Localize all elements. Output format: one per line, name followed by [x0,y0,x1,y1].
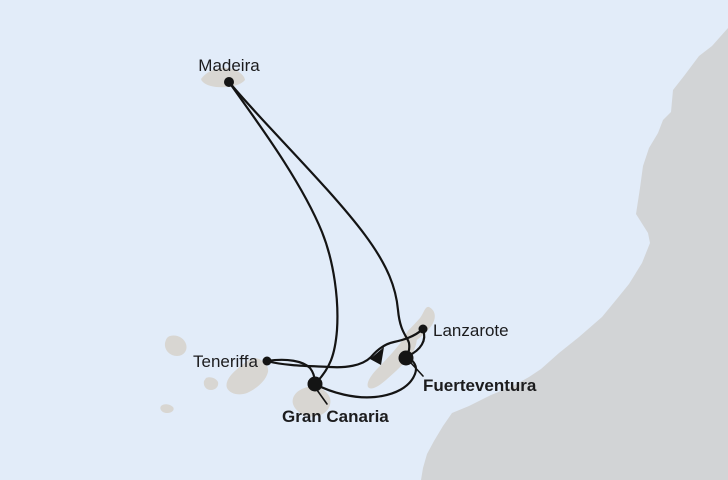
island-gran-canaria [292,386,331,417]
island-la-gomera [203,377,219,390]
port-marker-fuerteventura [398,350,414,366]
port-label-gran-canaria: Gran Canaria [282,407,389,426]
port-marker-teneriffa [262,356,272,366]
label-pointer-fuerteventura [410,362,424,377]
port-marker-gran-canaria [307,376,323,392]
route-leg-gran-canaria-fuerteventura [313,355,418,399]
island-la-palma [164,335,187,356]
port-label-lanzarote: Lanzarote [433,321,509,340]
route-direction-arrow-icon [370,347,384,365]
port-marker-madeira [224,77,234,87]
route-lines [227,80,426,399]
island-madeira [201,67,245,88]
port-marker-lanzarote [418,324,428,334]
route-leg-lanzarote-teneriffa [265,327,425,369]
african-coast-landmass [421,28,728,480]
route-leg-madeira-gran-canaria [227,80,339,385]
port-label-fuerteventura: Fuerteventura [423,376,537,395]
island-el-hierro [160,404,174,413]
route-leg-madeira-fuerteventura [227,80,411,358]
island-tenerife [226,358,269,395]
port-label-madeira: Madeira [198,56,260,75]
port-label-teneriffa: Teneriffa [193,352,258,371]
label-pointer-gran-canaria [316,389,328,405]
